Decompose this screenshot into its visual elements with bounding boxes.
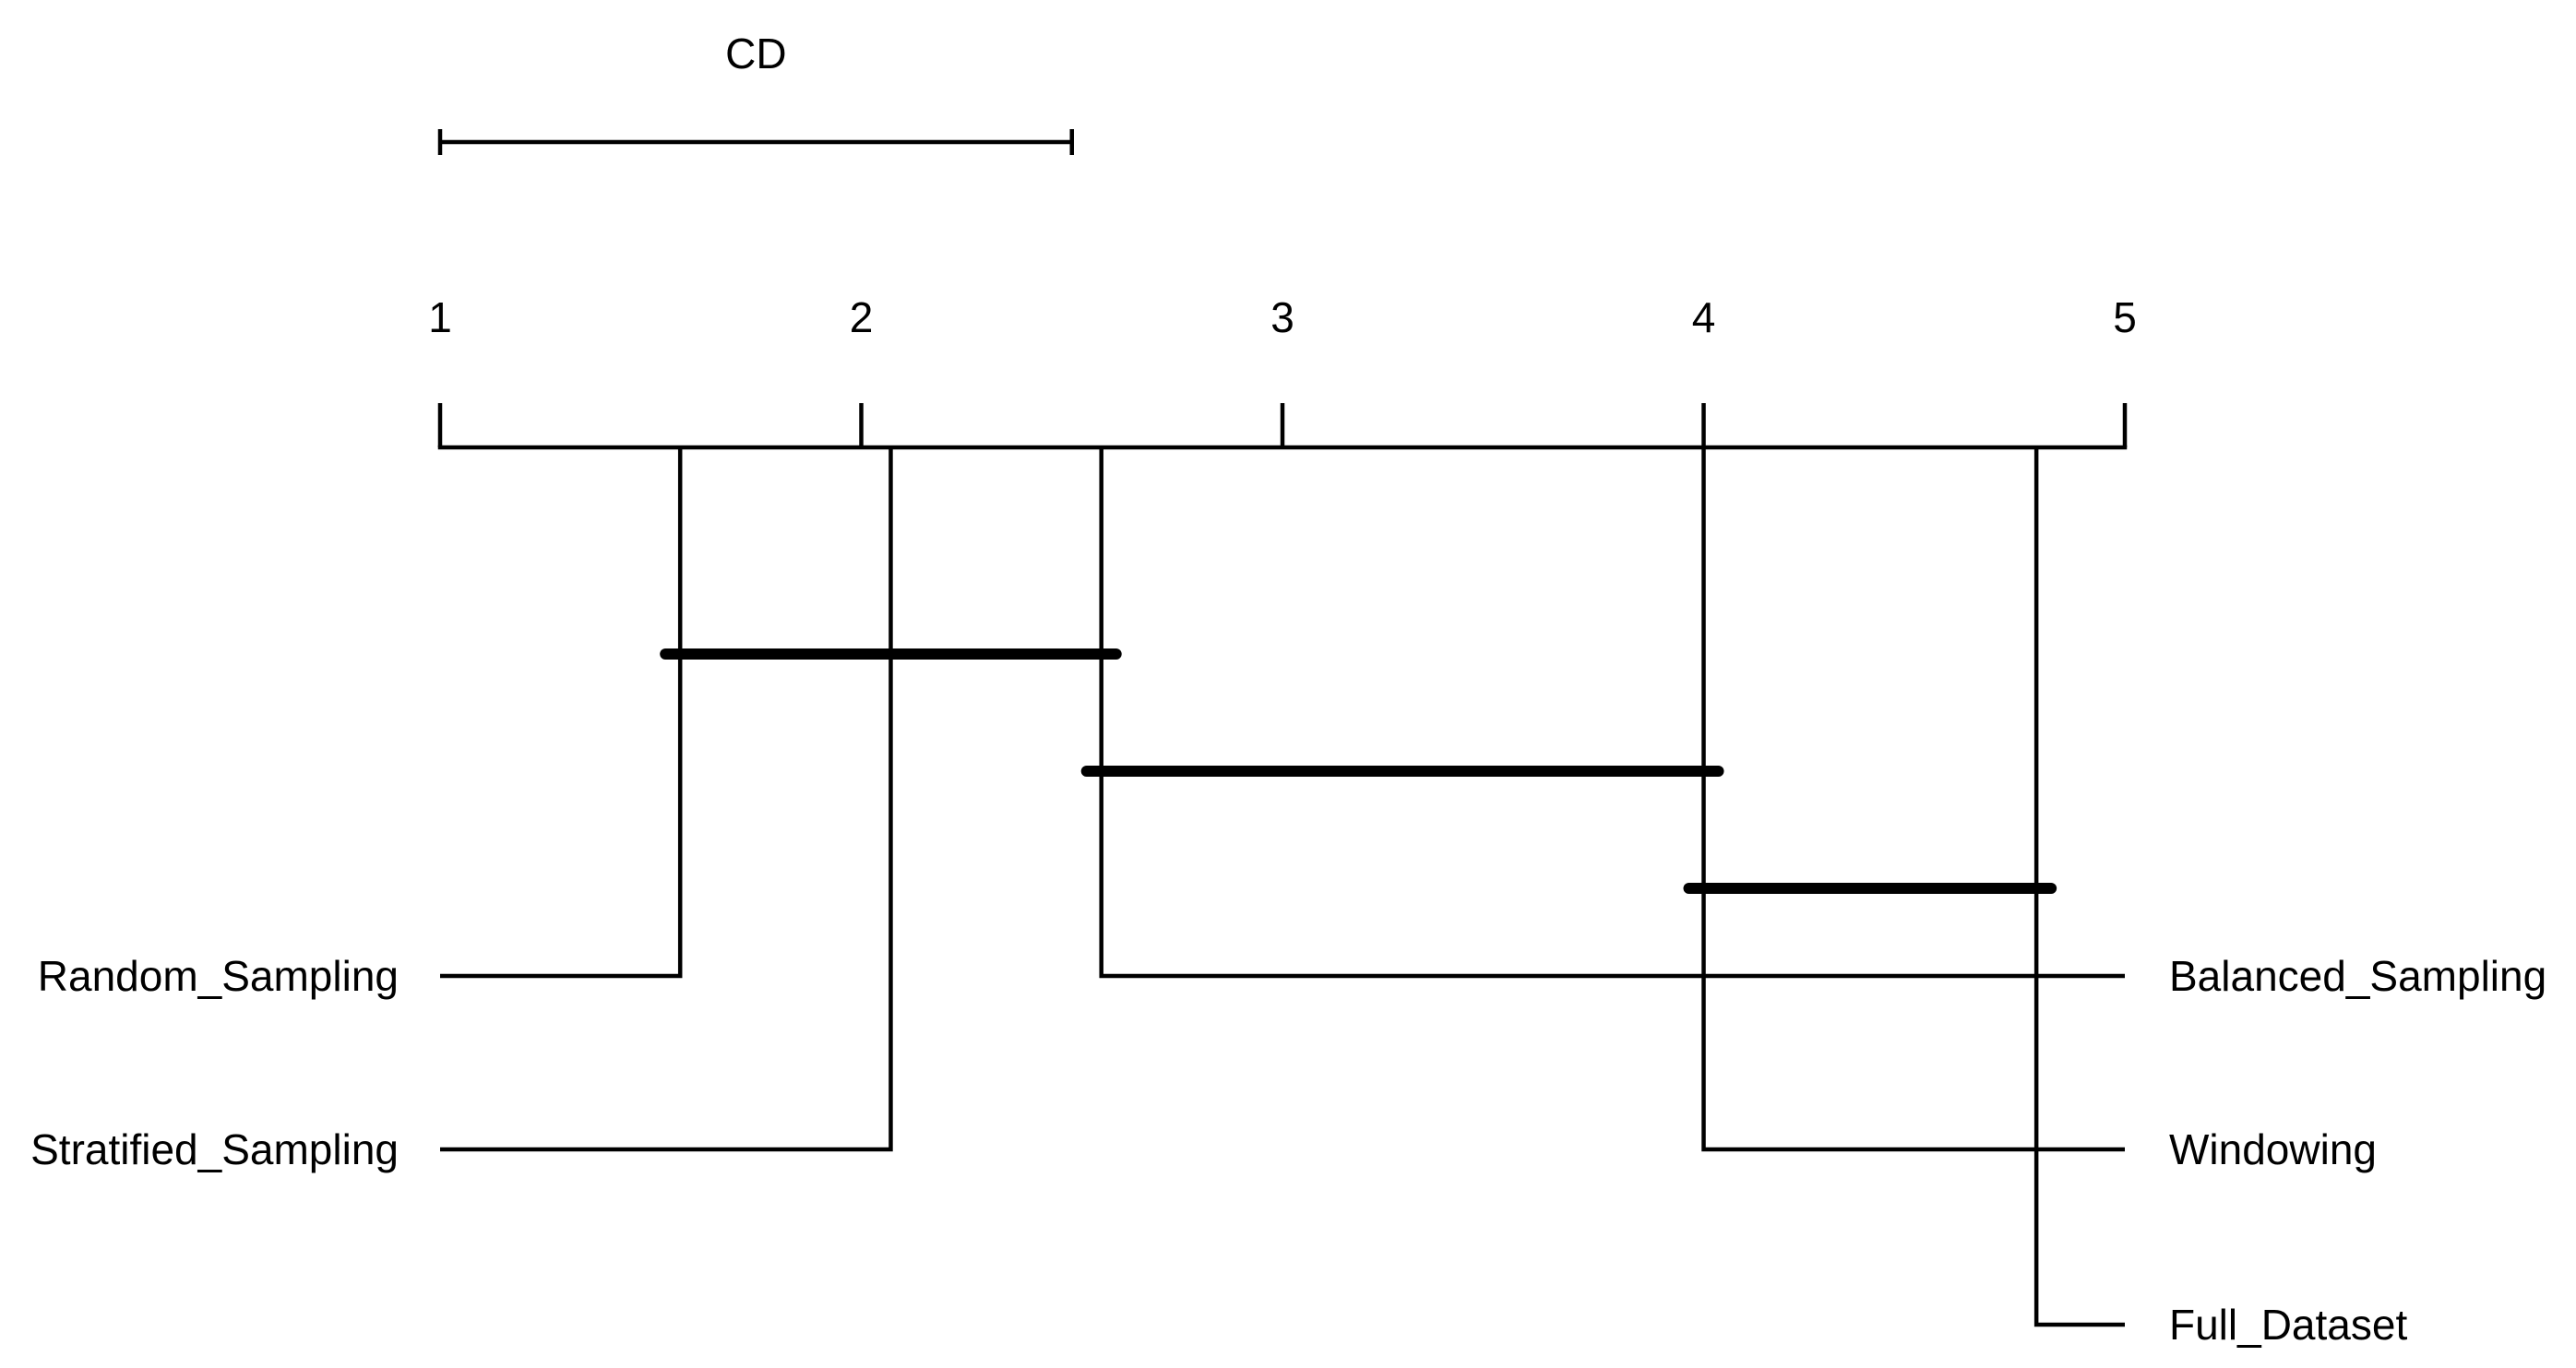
method-label: Random_Sampling — [38, 952, 399, 1000]
method-label: Stratified_Sampling — [30, 1125, 399, 1173]
method-label: Windowing — [2169, 1125, 2377, 1173]
cd-label: CD — [725, 30, 786, 77]
clique-bars — [660, 648, 2057, 894]
method-line — [440, 447, 683, 979]
method-label: Balanced_Sampling — [2169, 952, 2546, 1000]
tick-label: 1 — [428, 293, 452, 341]
tick-label: 5 — [2113, 293, 2137, 341]
method-label: Full_Dataset — [2169, 1301, 2407, 1349]
cd-bar-group: CD — [437, 30, 1074, 155]
method-line — [2033, 447, 2125, 1327]
tick-label: 3 — [1270, 293, 1294, 341]
tick-label: 2 — [850, 293, 874, 341]
method-line — [440, 447, 893, 1152]
tick-label: 4 — [1692, 293, 1716, 341]
axis-ticks: 1 2 3 4 5 — [428, 293, 2137, 447]
method-line — [1099, 447, 2125, 979]
method-line — [1701, 447, 2125, 1152]
